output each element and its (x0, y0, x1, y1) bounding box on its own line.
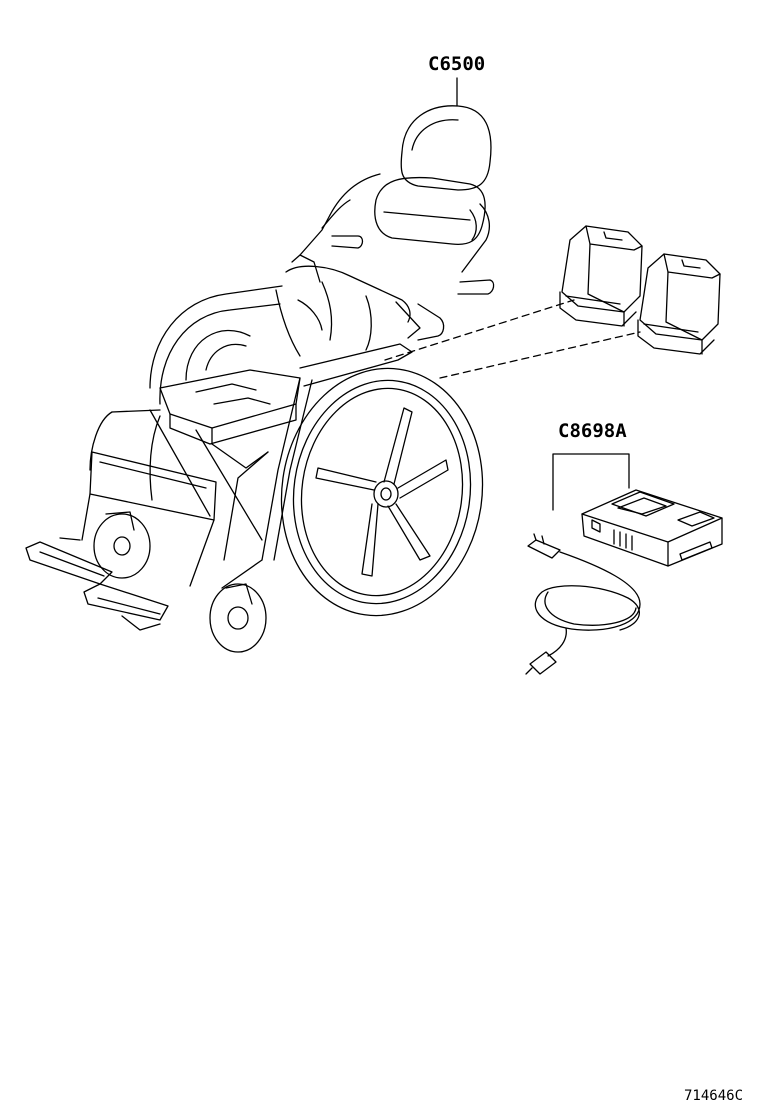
power-cord-illustration (526, 534, 640, 674)
leader-lines (385, 78, 640, 510)
callout-label-c6500: C6500 (428, 53, 486, 75)
figure-number: 714646C (684, 1088, 744, 1104)
battery-charger-illustration (582, 490, 722, 566)
wheelchair-illustration (26, 106, 498, 652)
callout-label-c8698a: C8698A (558, 420, 627, 442)
battery-pack-illustration (560, 226, 720, 354)
